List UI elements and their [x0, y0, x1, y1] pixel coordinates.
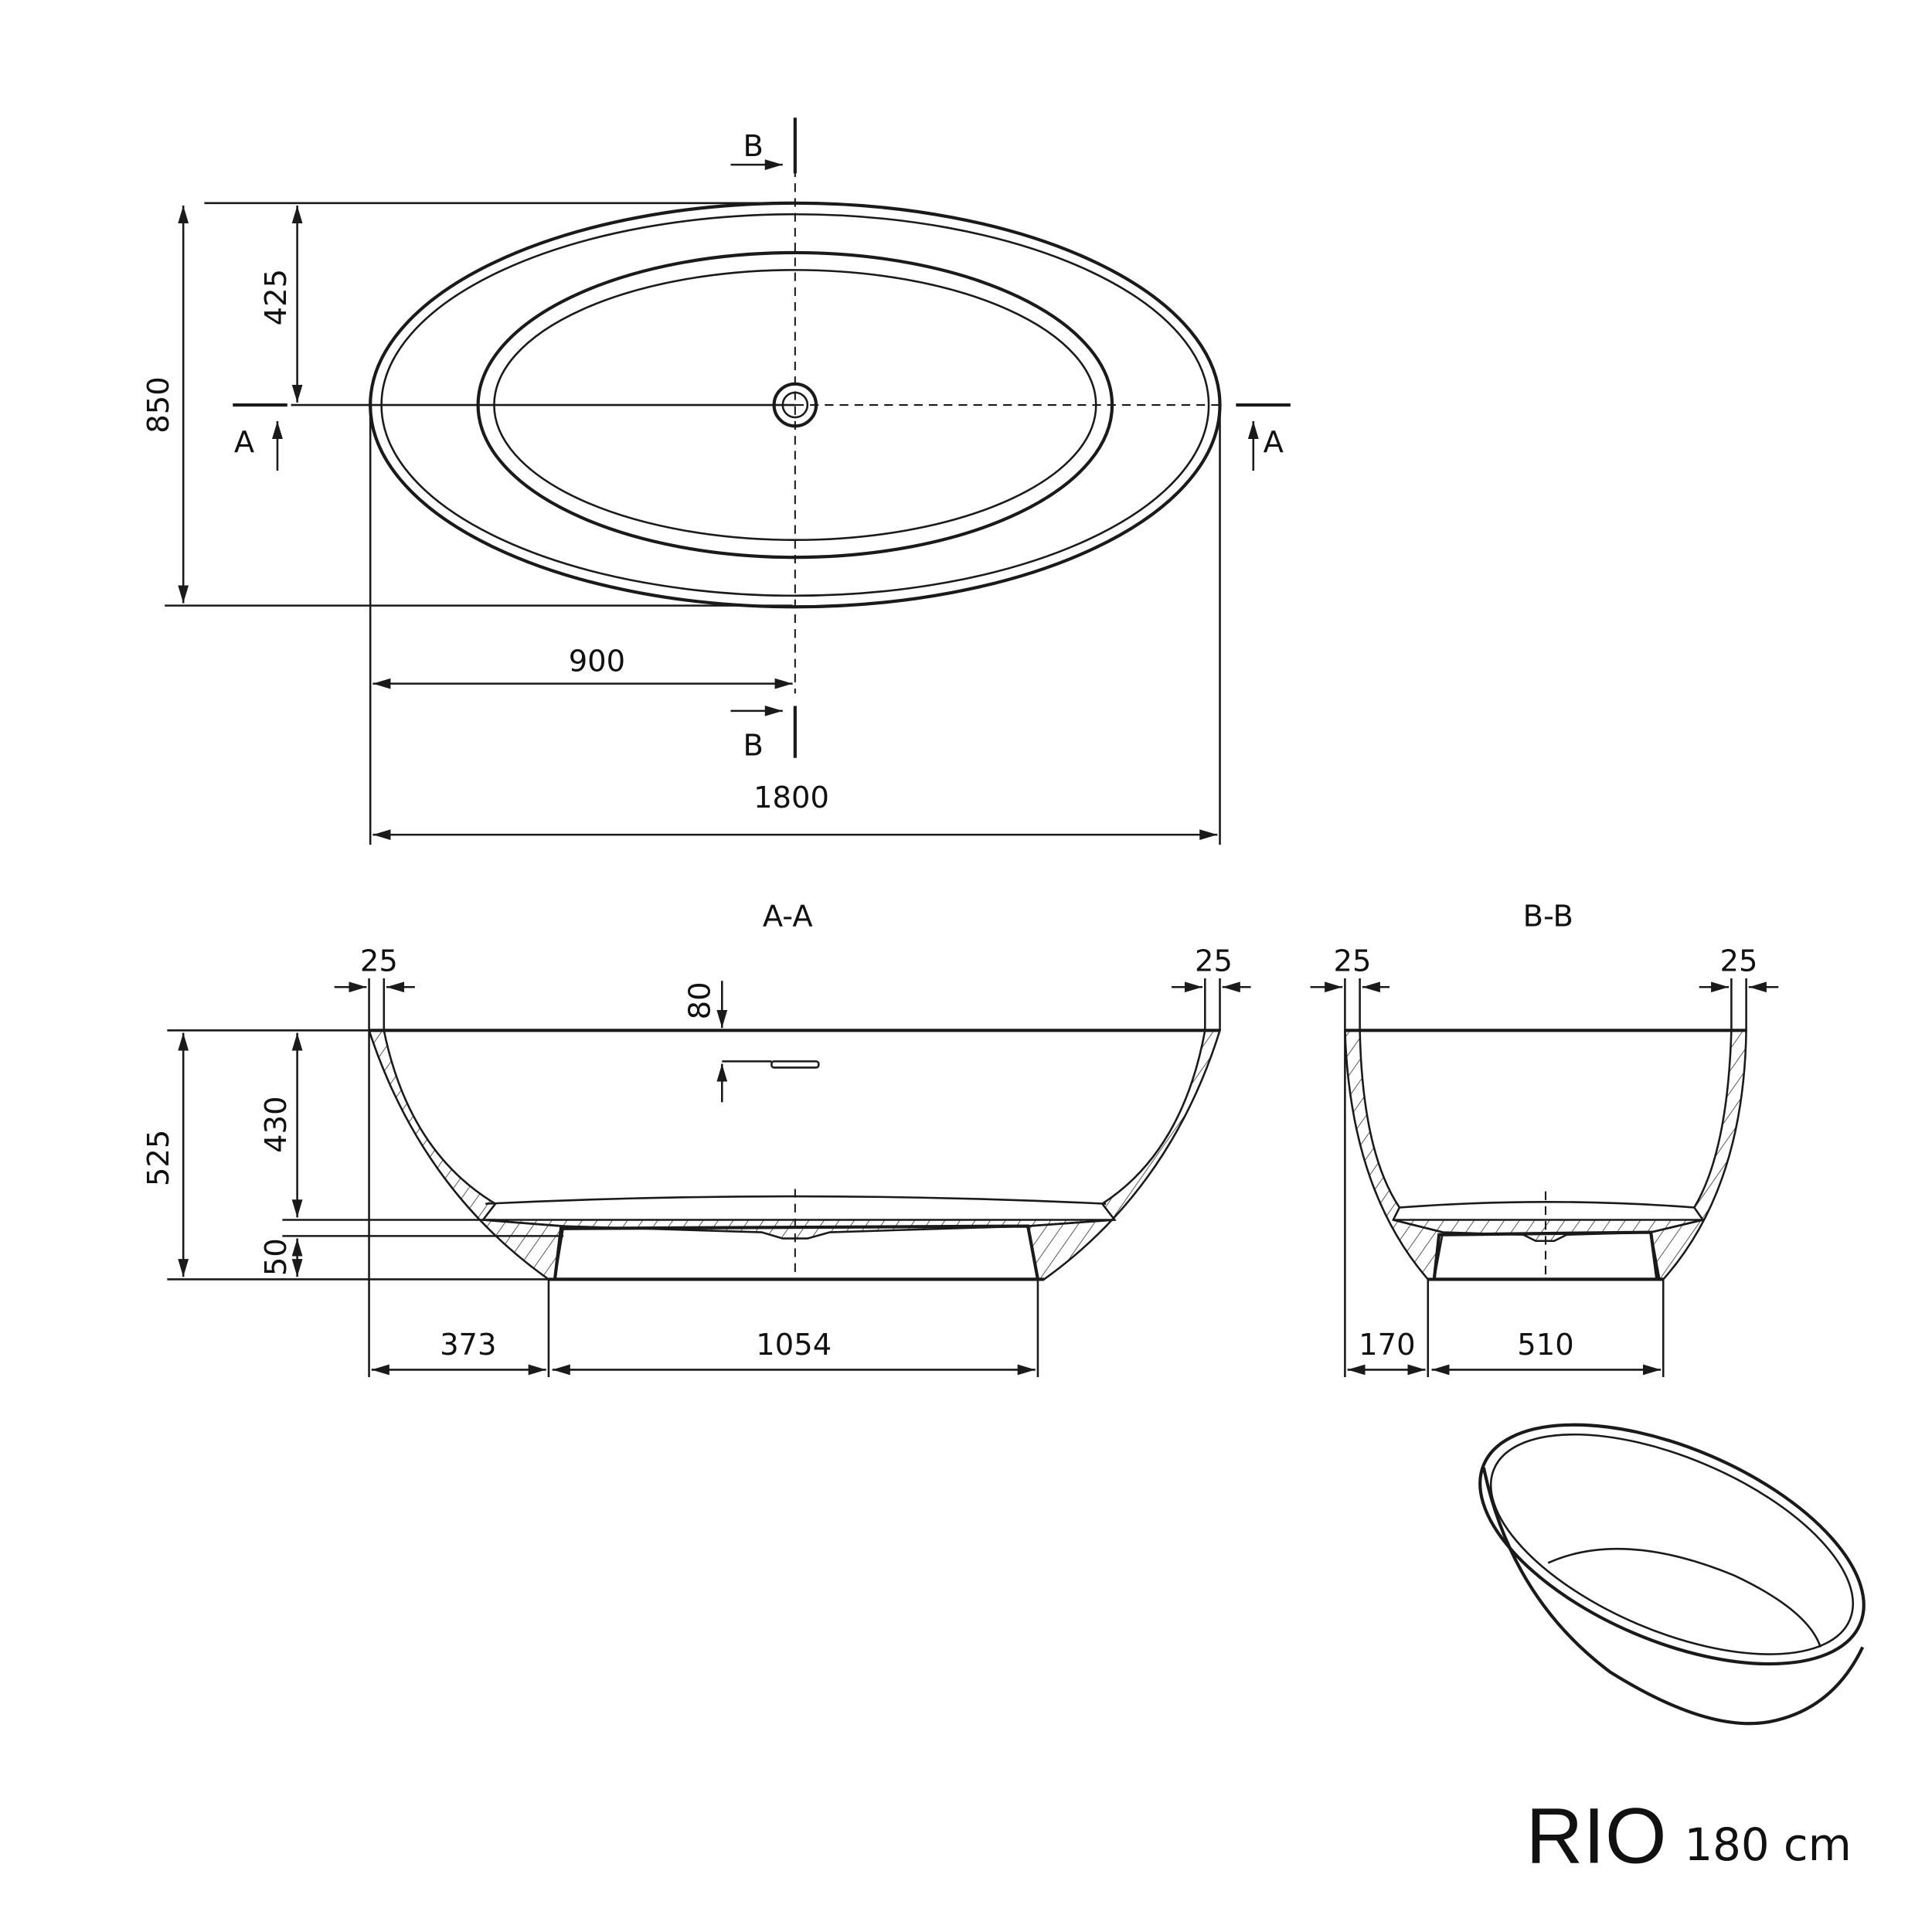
dim-rim-left: 25 [1334, 944, 1372, 978]
perspective-basin-floor [1547, 1547, 1821, 1648]
dim-half-depth: 425 [259, 269, 294, 325]
bathtub-perspective-illustration [1478, 1423, 1866, 1726]
product-name: RIO [1526, 1791, 1666, 1879]
dim-overflow-offset: 80 [682, 981, 717, 1019]
section-a-right-label: A [1264, 425, 1284, 460]
dim-rim-left: 25 [360, 944, 398, 978]
dim-base-thickness: 50 [259, 1238, 294, 1276]
left-wall-section [367, 1029, 565, 1281]
overflow-icon [770, 1060, 820, 1069]
dim-edge-to-base: 373 [440, 1328, 496, 1362]
section-aa: A-A 80 25 25 525 430 50 373 1054 [141, 900, 1251, 1378]
section-bb: B-B 25 25 170 510 [1310, 900, 1779, 1378]
dim-total-height: 525 [141, 1130, 176, 1186]
plan-view: B B A A 850 425 900 1800 [141, 117, 1291, 845]
basin-floor-line [1399, 1201, 1695, 1209]
right-wall-section [1026, 1029, 1222, 1281]
product-title: RIO 180 cm [1526, 1791, 1851, 1879]
dim-half-width: 900 [569, 645, 625, 679]
dim-rim-right: 25 [1720, 944, 1758, 978]
perspective-rim-outer [1478, 1423, 1866, 1666]
dim-base-width: 1054 [756, 1328, 832, 1362]
section-b-bottom-label: B [743, 729, 764, 764]
perspective-body [1481, 1467, 1865, 1726]
product-size: 180 cm [1684, 1818, 1851, 1871]
perspective-rim-inner [1489, 1433, 1855, 1655]
section-a-left-label: A [234, 425, 254, 460]
right-wall-section [1649, 1029, 1747, 1281]
section-bb-title: B-B [1523, 900, 1573, 934]
dim-base-width: 510 [1517, 1328, 1573, 1362]
dim-total-depth: 850 [141, 376, 176, 433]
dim-rim-right: 25 [1195, 944, 1233, 978]
left-wall-section [1344, 1029, 1444, 1281]
dim-total-width: 1800 [753, 781, 829, 815]
dim-inner-depth: 430 [259, 1096, 294, 1152]
dim-edge-to-base: 170 [1359, 1328, 1415, 1362]
section-aa-title: A-A [763, 900, 813, 934]
section-b-top-label: B [743, 129, 764, 164]
basin-floor-line [485, 1195, 1107, 1205]
